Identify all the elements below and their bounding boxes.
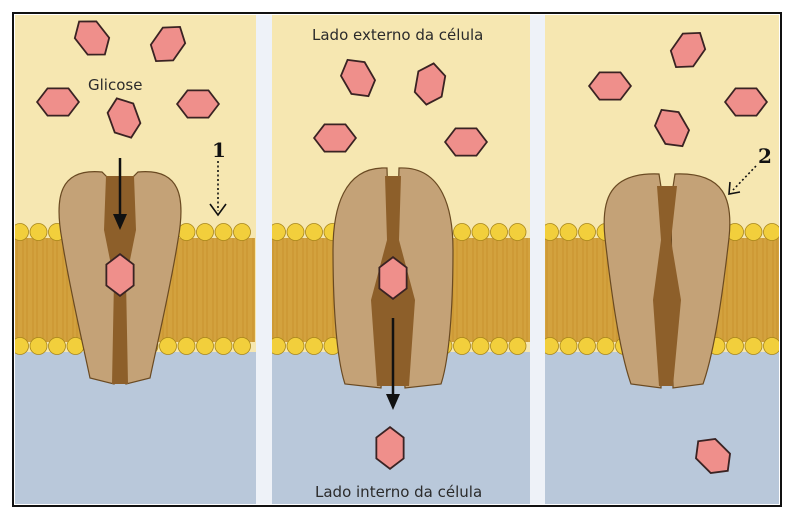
lipid-head	[579, 224, 596, 241]
lipid-head	[579, 338, 596, 355]
lipid-head	[764, 338, 781, 355]
lipid-head	[509, 338, 526, 355]
panel-divider	[256, 15, 272, 504]
lipid-head	[745, 338, 762, 355]
lipid-head	[49, 338, 66, 355]
glucose-molecule	[445, 128, 487, 155]
glucose-label: Glicose	[88, 76, 142, 94]
lipid-head	[234, 224, 251, 241]
lipid-head	[178, 338, 195, 355]
lipid-head	[727, 338, 744, 355]
lipid-head	[472, 224, 489, 241]
marker-1-label: 1	[212, 138, 226, 162]
lipid-head	[306, 224, 323, 241]
lipid-head	[509, 224, 526, 241]
glucose-molecule	[106, 254, 133, 296]
glucose-molecule	[589, 72, 631, 99]
lipid-head	[197, 224, 214, 241]
lipid-head	[215, 224, 232, 241]
panel-divider	[530, 15, 545, 504]
glucose-molecule	[725, 88, 767, 115]
lipid-head	[491, 338, 508, 355]
lipid-head	[491, 224, 508, 241]
lipid-head	[215, 338, 232, 355]
lipid-head	[454, 224, 471, 241]
lipid-head	[454, 338, 471, 355]
glucose-molecule	[379, 257, 406, 299]
glucose-molecule	[177, 90, 219, 117]
outside-label: Lado externo da célula	[312, 26, 483, 44]
glucose-molecule	[314, 124, 356, 151]
lipid-head	[197, 338, 214, 355]
lipid-head	[745, 224, 762, 241]
lipid-head	[306, 338, 323, 355]
inside-label: Lado interno da célula	[315, 483, 482, 501]
lipid-head	[287, 338, 304, 355]
lipid-head	[160, 338, 177, 355]
lipid-head	[234, 338, 251, 355]
marker-2-label: 2	[758, 144, 772, 168]
lipid-head	[560, 224, 577, 241]
lipid-head	[597, 338, 614, 355]
lipid-head	[764, 224, 781, 241]
glucose-molecule	[37, 88, 79, 115]
lipid-head	[30, 224, 47, 241]
glucose-molecule	[376, 427, 403, 469]
lipid-head	[560, 338, 577, 355]
lipid-head	[472, 338, 489, 355]
lipid-head	[30, 338, 47, 355]
lipid-head	[287, 224, 304, 241]
transporter-protein	[604, 174, 730, 388]
